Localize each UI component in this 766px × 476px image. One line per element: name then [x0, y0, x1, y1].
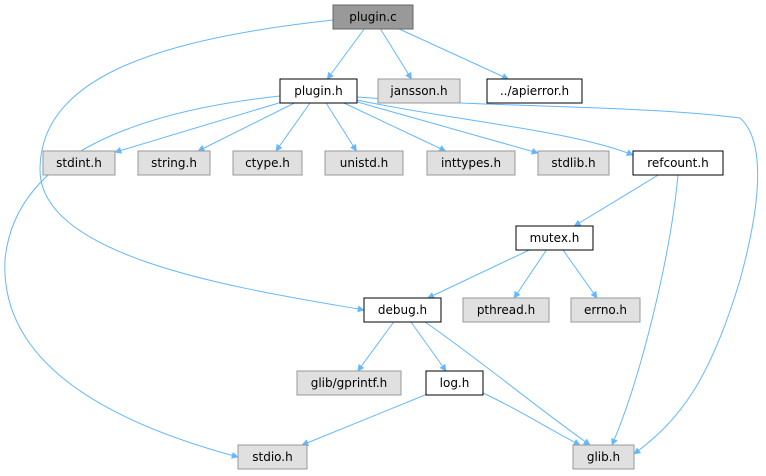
- node-box: [632, 150, 724, 176]
- node-label: ../apierror.h: [500, 84, 569, 98]
- edge-plugin-h-to-stdio-h: [4, 95, 281, 459]
- edge-mutex-h-to-pthread-h: [513, 249, 547, 299]
- edge-plugin-h-to-unistd-h: [325, 102, 357, 152]
- node-string-h: string.h: [137, 150, 211, 176]
- node-box: [570, 297, 641, 323]
- node-label: inttypes.h: [441, 156, 501, 170]
- node-apierror-h[interactable]: ../apierror.h: [486, 78, 583, 104]
- node-label: pthread.h: [477, 303, 535, 317]
- edge-mutex-h-to-debug-h: [427, 249, 530, 299]
- node-stdint-h: stdint.h: [42, 150, 116, 176]
- node-inttypes-h: inttypes.h: [426, 150, 516, 176]
- edge-plugin-c-to-debug-h: [39, 19, 365, 313]
- edge-mutex-h-to-errno-h: [562, 249, 598, 299]
- node-plugin-h[interactable]: plugin.h: [279, 78, 358, 104]
- node-mutex-h[interactable]: mutex.h: [515, 225, 594, 251]
- node-stdio-h: stdio.h: [237, 444, 308, 470]
- edge-debug-h-to-glib-h: [424, 321, 591, 446]
- edge-debug-h-to-log-h: [410, 321, 447, 372]
- edge-plugin-h-to-stdint-h: [114, 102, 281, 154]
- node-label: glib.h: [587, 450, 620, 464]
- edge-plugin-c-to-plugin-h: [326, 28, 365, 80]
- node-box: [332, 4, 414, 30]
- node-label: debug.h: [378, 303, 427, 317]
- node-label: stdlib.h: [551, 156, 595, 170]
- node-box: [462, 297, 550, 323]
- node-label: jansson.h: [389, 84, 447, 98]
- node-label: glib/gprintf.h: [311, 376, 388, 390]
- node-refcount-h[interactable]: refcount.h: [632, 150, 724, 176]
- node-errno-h: errno.h: [570, 297, 641, 323]
- node-label: unistd.h: [340, 156, 389, 170]
- node-box: [324, 150, 404, 176]
- node-box: [515, 225, 594, 251]
- edge-plugin-h-to-stdlib-h: [356, 101, 539, 155]
- node-label: mutex.h: [530, 231, 580, 245]
- nodes: plugin.c plugin.h jansson.h ../apierror.h st…: [42, 4, 724, 470]
- edge-plugin-c-to-apierror-h: [398, 28, 509, 80]
- node-box: [537, 150, 610, 176]
- edge-log-h-to-glib-h: [482, 392, 581, 446]
- edge-plugin-h-to-ctype-h: [275, 102, 311, 152]
- node-label: plugin.h: [294, 84, 343, 98]
- node-label: stdint.h: [56, 156, 102, 170]
- node-box: [426, 150, 516, 176]
- node-label: log.h: [440, 376, 470, 390]
- node-stdlib-h: stdlib.h: [537, 150, 610, 176]
- node-glib-h: glib.h: [572, 444, 635, 470]
- node-box: [237, 444, 308, 470]
- node-box: [296, 370, 402, 396]
- node-log-h[interactable]: log.h: [425, 370, 484, 396]
- edge-plugin-h-to-glib-h: [356, 96, 759, 455]
- node-jansson-h: jansson.h: [377, 78, 461, 104]
- edge-refcount-h-to-mutex-h: [573, 174, 659, 227]
- edge-debug-h-to-gprintf-h: [357, 321, 395, 372]
- edge-plugin-h-to-refcount-h: [356, 99, 634, 156]
- node-unistd-h: unistd.h: [324, 150, 404, 176]
- node-label: stdio.h: [252, 450, 292, 464]
- node-box: [572, 444, 635, 470]
- node-box: [377, 78, 461, 104]
- node-plugin-c[interactable]: plugin.c: [332, 4, 414, 30]
- edge-refcount-h-to-glib-h: [611, 174, 679, 446]
- node-box: [137, 150, 211, 176]
- node-label: refcount.h: [647, 156, 709, 170]
- node-gprintf-h: glib/gprintf.h: [296, 370, 402, 396]
- node-ctype-h: ctype.h: [232, 150, 303, 176]
- node-debug-h[interactable]: debug.h: [363, 297, 442, 323]
- node-box: [279, 78, 358, 104]
- node-box: [42, 150, 116, 176]
- edge-log-h-to-stdio-h: [301, 394, 427, 446]
- node-label: errno.h: [584, 303, 627, 317]
- node-box: [232, 150, 303, 176]
- edge-plugin-c-to-jansson-h: [380, 28, 412, 80]
- edge-plugin-h-to-inttypes-h: [343, 102, 447, 152]
- edges: [4, 19, 759, 459]
- node-pthread-h: pthread.h: [462, 297, 550, 323]
- node-label: ctype.h: [245, 156, 290, 170]
- edge-plugin-h-to-string-h: [197, 102, 295, 152]
- node-label: string.h: [151, 156, 197, 170]
- node-box: [425, 370, 484, 396]
- node-box: [486, 78, 583, 104]
- node-label: plugin.c: [349, 10, 397, 24]
- node-box: [363, 297, 442, 323]
